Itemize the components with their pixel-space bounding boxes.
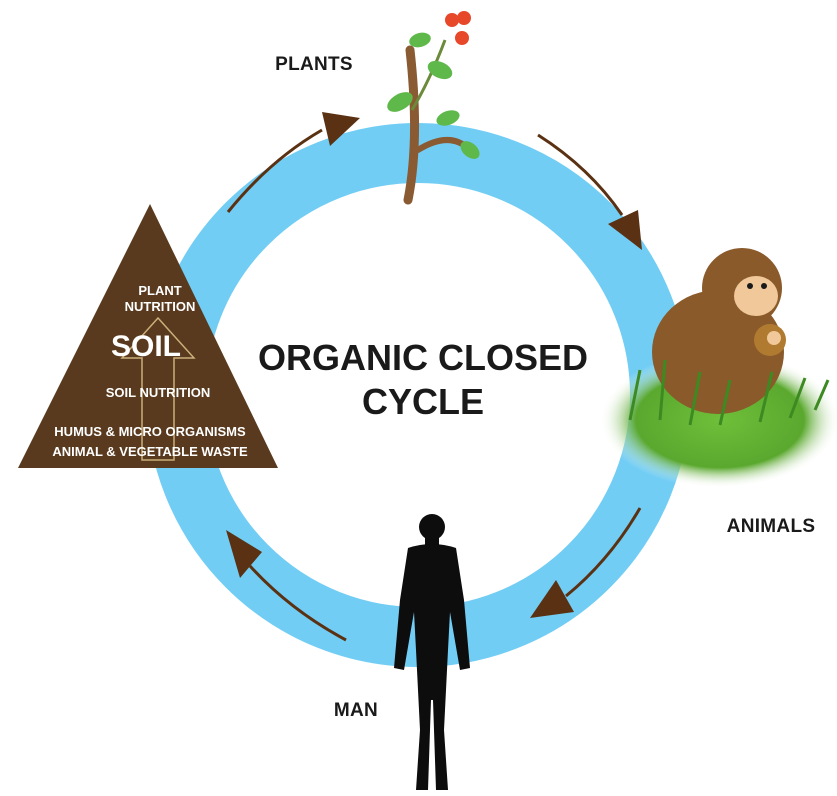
soil-label: SOIL bbox=[111, 330, 181, 363]
center-title-line1: ORGANIC CLOSED bbox=[258, 337, 588, 378]
soil-nutrition-label: SOIL NUTRITION bbox=[106, 385, 210, 400]
waste-label: ANIMAL & VEGETABLE WASTE bbox=[52, 444, 248, 459]
plant-nutrition-label-line2: NUTRITION bbox=[125, 299, 196, 314]
animals-label: ANIMALS bbox=[727, 516, 816, 537]
plant-nutrition-label: PLANT bbox=[138, 283, 181, 298]
man-label: MAN bbox=[334, 700, 378, 721]
center-title-line2: CYCLE bbox=[362, 381, 484, 422]
plants-label: PLANTS bbox=[275, 54, 353, 75]
humus-label: HUMUS & MICRO ORGANISMS bbox=[54, 424, 246, 439]
man-silhouette bbox=[394, 514, 470, 790]
